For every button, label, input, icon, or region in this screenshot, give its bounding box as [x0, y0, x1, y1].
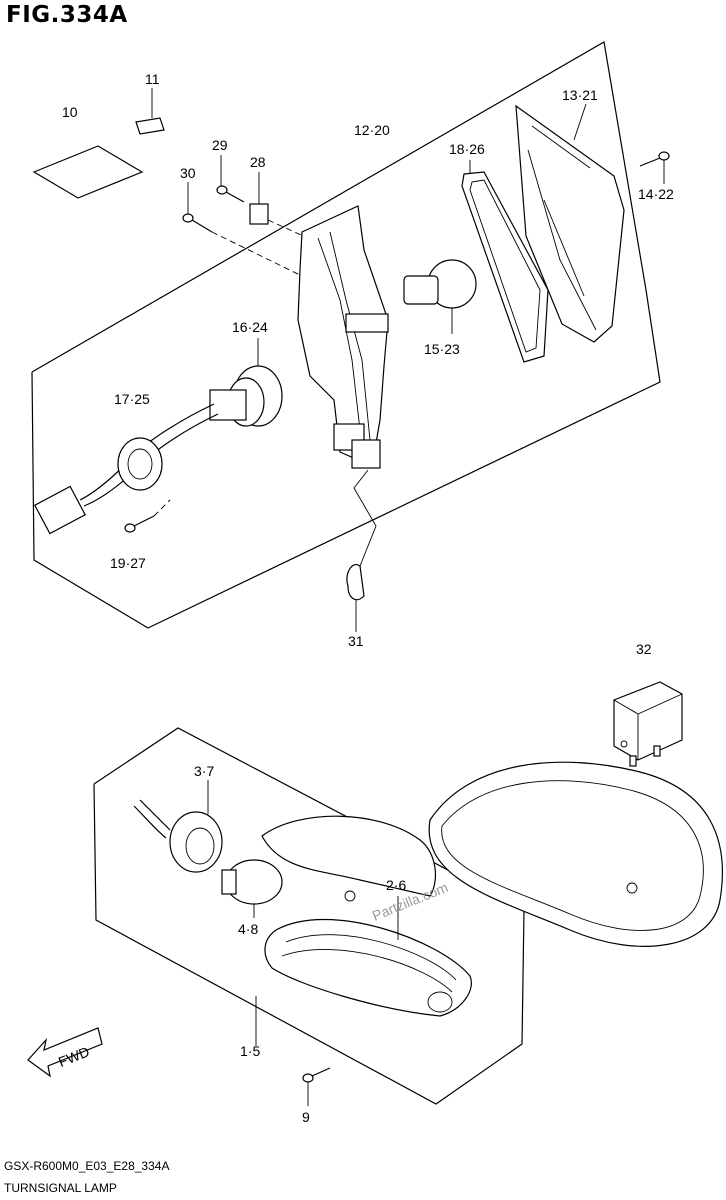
callout-14-22: 14·22	[638, 186, 674, 202]
callout-1-5: 1·5	[240, 1043, 260, 1059]
clip-31-icon	[346, 469, 377, 632]
screw-19-icon	[124, 499, 171, 533]
relay-unit	[613, 681, 683, 767]
figure-caption: TURNSIGNAL LAMP	[4, 1181, 117, 1195]
bulb-15-icon	[403, 259, 477, 334]
lower-assembly-frame	[93, 727, 525, 1105]
callout-17-25: 17·25	[114, 391, 150, 407]
upper-assembly-frame	[31, 41, 661, 629]
callout-11: 11	[145, 71, 160, 87]
screw-29-icon	[216, 155, 245, 203]
clip-nut-icon	[249, 172, 313, 241]
wire-harness	[34, 403, 219, 535]
callout-19-27: 19·27	[110, 555, 146, 571]
screw-9-icon	[302, 1067, 331, 1106]
callout-9: 9	[302, 1109, 310, 1125]
callout-12-20: 12·20	[354, 122, 390, 138]
callout-31: 31	[348, 633, 364, 649]
callout-3-7: 3·7	[194, 763, 214, 779]
screw-14-icon	[639, 151, 670, 184]
callout-2-6: 2·6	[386, 877, 406, 893]
screw-30-icon	[182, 182, 307, 279]
callout-15-23: 15·23	[424, 341, 460, 357]
decal-sheet	[32, 145, 144, 199]
turn-lens-rear	[515, 103, 625, 343]
callout-30: 30	[180, 165, 196, 181]
small-pad	[135, 88, 165, 135]
callout-4-8: 4·8	[238, 921, 258, 937]
turn-lens-front	[264, 896, 472, 1017]
callout-18-26: 18·26	[449, 141, 485, 157]
figure-title: FIG.334A	[6, 2, 128, 28]
lamp-bracket	[297, 205, 389, 469]
callout-13-21: 13·21	[562, 87, 598, 103]
fwd-arrow-icon: FWD	[27, 1027, 103, 1078]
model-code: GSX-R600M0_E03_E28_334A	[4, 1159, 170, 1173]
bulb-4-icon	[221, 859, 283, 918]
callout-32: 32	[636, 641, 652, 657]
bulb-socket	[209, 338, 283, 427]
callout-10: 10	[62, 104, 78, 120]
gasket	[461, 160, 549, 363]
callout-29: 29	[212, 137, 228, 153]
callout-16-24: 16·24	[232, 319, 268, 335]
lower-socket	[133, 780, 223, 873]
callout-28: 28	[250, 154, 266, 170]
mirror-housing	[261, 761, 723, 947]
